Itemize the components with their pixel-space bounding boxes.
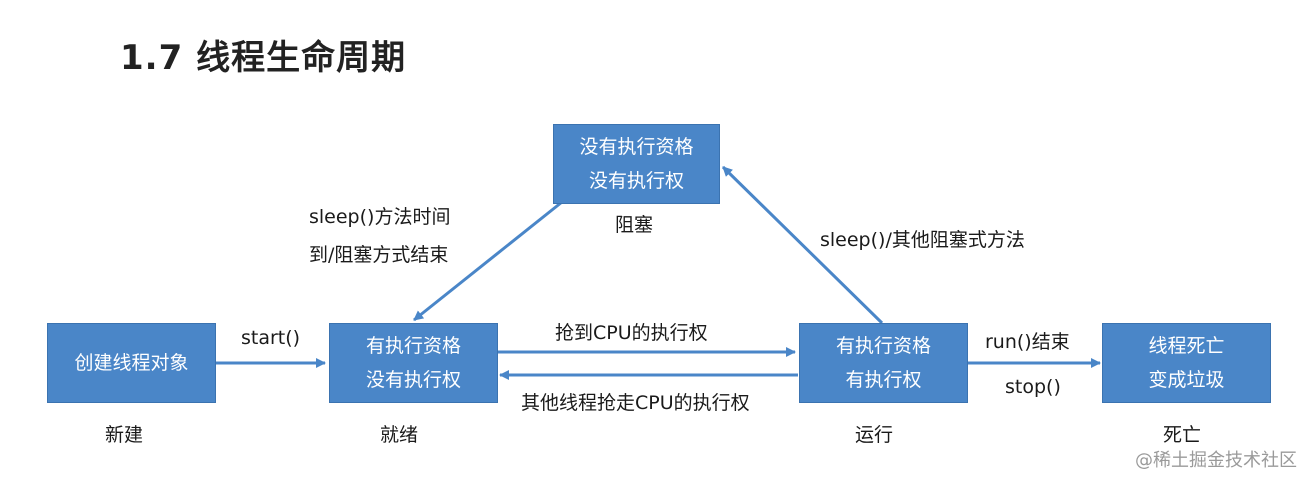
running-caption: 运行 xyxy=(855,424,894,446)
ready-caption: 就绪 xyxy=(380,424,419,446)
dead-line2: 变成垃圾 xyxy=(1148,369,1225,391)
watermark: @稀土掘金技术社区 xyxy=(1135,450,1297,471)
dead-caption: 死亡 xyxy=(1163,424,1202,446)
arrow-blocked-to-ready xyxy=(413,200,563,322)
running-line2: 有执行权 xyxy=(845,369,922,391)
blocked-caption: 阻塞 xyxy=(615,214,654,236)
label-to-ready-line1: sleep()方法时间 xyxy=(309,206,451,228)
label-stop: stop() xyxy=(1005,376,1061,398)
label-to-blocked: sleep()/其他阻塞式方法 xyxy=(820,229,1025,251)
dead-line1: 线程死亡 xyxy=(1148,335,1225,357)
blocked-line1: 没有执行资格 xyxy=(579,136,694,158)
label-grab-cpu: 抢到CPU的执行权 xyxy=(555,322,708,344)
state-blocked-box: 没有执行资格 没有执行权 xyxy=(553,124,720,204)
state-dead-box: 线程死亡 变成垃圾 xyxy=(1102,323,1271,403)
new-caption: 新建 xyxy=(105,424,144,446)
blocked-line2: 没有执行权 xyxy=(588,170,684,192)
page-title: 1.7 线程生命周期 xyxy=(120,38,407,78)
state-running-box: 有执行资格 有执行权 xyxy=(799,323,968,403)
label-lose-cpu: 其他线程抢走CPU的执行权 xyxy=(521,392,750,414)
new-line1: 创建线程对象 xyxy=(74,352,189,374)
label-run-end: run()结束 xyxy=(985,331,1070,353)
state-new-box: 创建线程对象 xyxy=(47,323,216,403)
ready-line1: 有执行资格 xyxy=(365,335,461,357)
ready-line2: 没有执行权 xyxy=(365,369,461,391)
state-ready-box: 有执行资格 没有执行权 xyxy=(329,323,498,403)
running-line1: 有执行资格 xyxy=(835,335,931,357)
arrow-running-to-blocked xyxy=(721,165,884,325)
label-start: start() xyxy=(241,327,301,349)
label-to-ready-line2: 到/阻塞方式结束 xyxy=(309,244,449,266)
